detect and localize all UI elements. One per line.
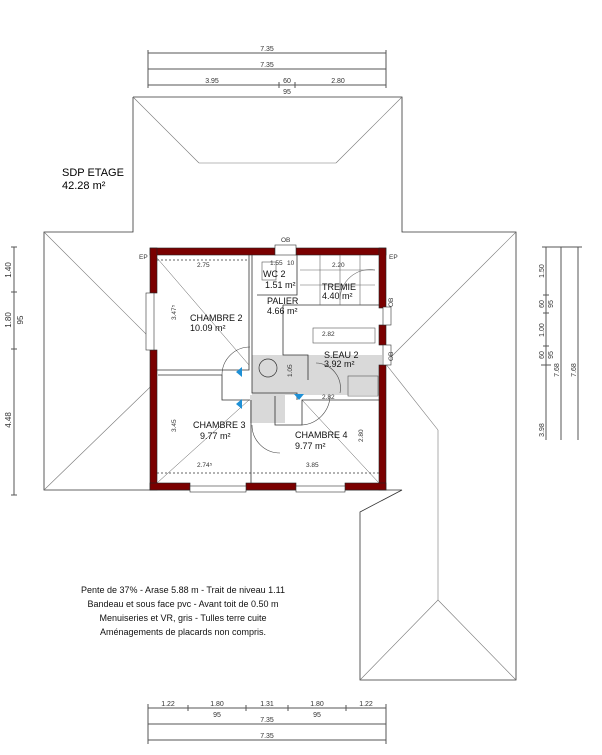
room-name-chambre4: CHAMBRE 4: [295, 430, 348, 440]
dim-bottom-2-sub: 95: [213, 712, 221, 719]
arrow-icon: [236, 399, 242, 409]
toilet: [261, 261, 277, 281]
dim-ch2-width: 2.75: [197, 262, 210, 269]
dim-right-a: 1.50: [539, 264, 546, 278]
room-name-tremie: TREMIE: [322, 282, 356, 292]
label-ob-right1: OB: [388, 298, 395, 307]
staircase: [300, 255, 376, 305]
dim-ch3-height: 3.45: [171, 419, 178, 432]
dim-left-b-sub: 95: [16, 315, 25, 324]
dim-right-total1: 7.68: [554, 363, 561, 377]
dim-seau-width: 2.82: [322, 331, 335, 338]
dim-top-2: 7.35: [260, 62, 274, 69]
dim-bottom-5: 1.22: [359, 701, 373, 708]
note-line-2: Bandeau et sous face pvc - Avant toit de…: [88, 599, 279, 609]
dim-top-3a: 3.95: [205, 78, 219, 85]
dim-ch4-width: 3.85: [306, 462, 319, 469]
note-line-1: Pente de 37% - Arase 5.88 m - Trait de n…: [81, 585, 285, 595]
dim-bottom-2: 1.80: [210, 701, 224, 708]
room-area-seau2: 3.92 m²: [324, 359, 355, 369]
dim-right-b: 60: [539, 300, 546, 308]
inner-dimensions: 2.75 1.55 10 2.20 3.47⁵ 2.82 2.82 1.05 3…: [139, 237, 398, 469]
bottom-dimensions: 1.22 1.80 1.31 1.80 1.22 95 95 7.35 7.35: [147, 701, 387, 744]
room-area-chambre2: 10.09 m²: [190, 323, 226, 333]
room-area-chambre3: 9.77 m²: [200, 431, 231, 441]
dim-left-c: 4.48: [4, 412, 13, 428]
dim-ch4-height: 2.80: [358, 429, 365, 442]
dim-right-d: 60: [539, 351, 546, 359]
sdp-area: 42.28 m²: [62, 180, 106, 192]
dim-palier-height: 1.05: [287, 364, 294, 377]
dim-left-a: 1.40: [4, 262, 13, 278]
dim-top-3b: 60: [283, 78, 291, 85]
dim-seau-width2: 2.82: [322, 394, 335, 401]
dim-wc-sub: 10: [287, 260, 295, 267]
room-name-wc2: WC 2: [263, 269, 286, 279]
house-plan: [145, 244, 392, 493]
dim-right-c: 1.00: [539, 323, 546, 337]
label-ep-right: EP: [389, 254, 398, 261]
dim-top-3b-sub: 95: [283, 89, 291, 96]
dim-tremie-width: 2.20: [332, 262, 345, 269]
note-line-4: Aménagements de placards non compris.: [100, 627, 266, 637]
dim-wc-width: 1.55: [270, 260, 283, 267]
arrow-icon: [236, 367, 242, 377]
room-name-chambre2: CHAMBRE 2: [190, 313, 243, 323]
dim-top-1: 7.35: [260, 46, 274, 53]
dim-bottom-4-sub: 95: [313, 712, 321, 719]
note-line-3: Menuiseries et VR, gris - Tulles terre c…: [99, 613, 266, 623]
sink: [347, 375, 379, 397]
top-dimensions: 7.35 7.35 3.95 60 95 2.80: [147, 46, 387, 96]
shaft-circle: [258, 358, 278, 378]
room-labels: WC 2 1.51 m² TREMIE 4.40 m² PALIER 4.66 …: [190, 269, 359, 451]
dim-ch2-height: 3.47⁵: [171, 304, 178, 320]
room-area-tremie: 4.40 m²: [322, 291, 353, 301]
room-area-chambre4: 9.77 m²: [295, 441, 326, 451]
room-name-palier: PALIER: [267, 296, 299, 306]
dim-right-e: 3.98: [539, 423, 546, 437]
room-area-palier: 4.66 m²: [267, 306, 298, 316]
room-name-chambre3: CHAMBRE 3: [193, 420, 246, 430]
dim-bottom-row3: 7.35: [260, 733, 274, 740]
label-ob-top: OB: [281, 237, 290, 244]
arrow-icon: [294, 394, 304, 400]
notes: Pente de 37% - Arase 5.88 m - Trait de n…: [81, 585, 285, 637]
wet-area: [252, 355, 382, 395]
dim-bottom-row2: 7.35: [260, 717, 274, 724]
dim-bottom-1: 1.22: [161, 701, 175, 708]
room-name-seau2: S.EAU 2: [324, 350, 359, 360]
dim-right-b-sub: 95: [548, 300, 555, 308]
left-dimensions: 1.40 1.80 95 4.48: [4, 246, 25, 496]
dim-right-d-sub: 95: [548, 351, 555, 359]
dim-right-total2: 7.68: [571, 363, 578, 377]
dim-top-3c: 2.80: [331, 78, 345, 85]
label-ep-left: EP: [139, 254, 148, 261]
sdp-title: SDP ETAGE: [62, 167, 124, 179]
dim-bottom-4: 1.80: [310, 701, 324, 708]
entry-arrows: [236, 367, 304, 409]
room-area-wc2: 1.51 m²: [265, 280, 296, 290]
dim-bottom-3: 1.31: [260, 701, 274, 708]
dim-ch3-width: 2.74⁵: [197, 462, 213, 469]
bathtub: [312, 327, 376, 344]
label-ob-right2: OB: [388, 352, 395, 361]
dim-left-b: 1.80: [4, 312, 13, 328]
right-dimensions: 1.50 60 95 1.00 60 95 3.98 7.68 7.68: [539, 246, 582, 440]
